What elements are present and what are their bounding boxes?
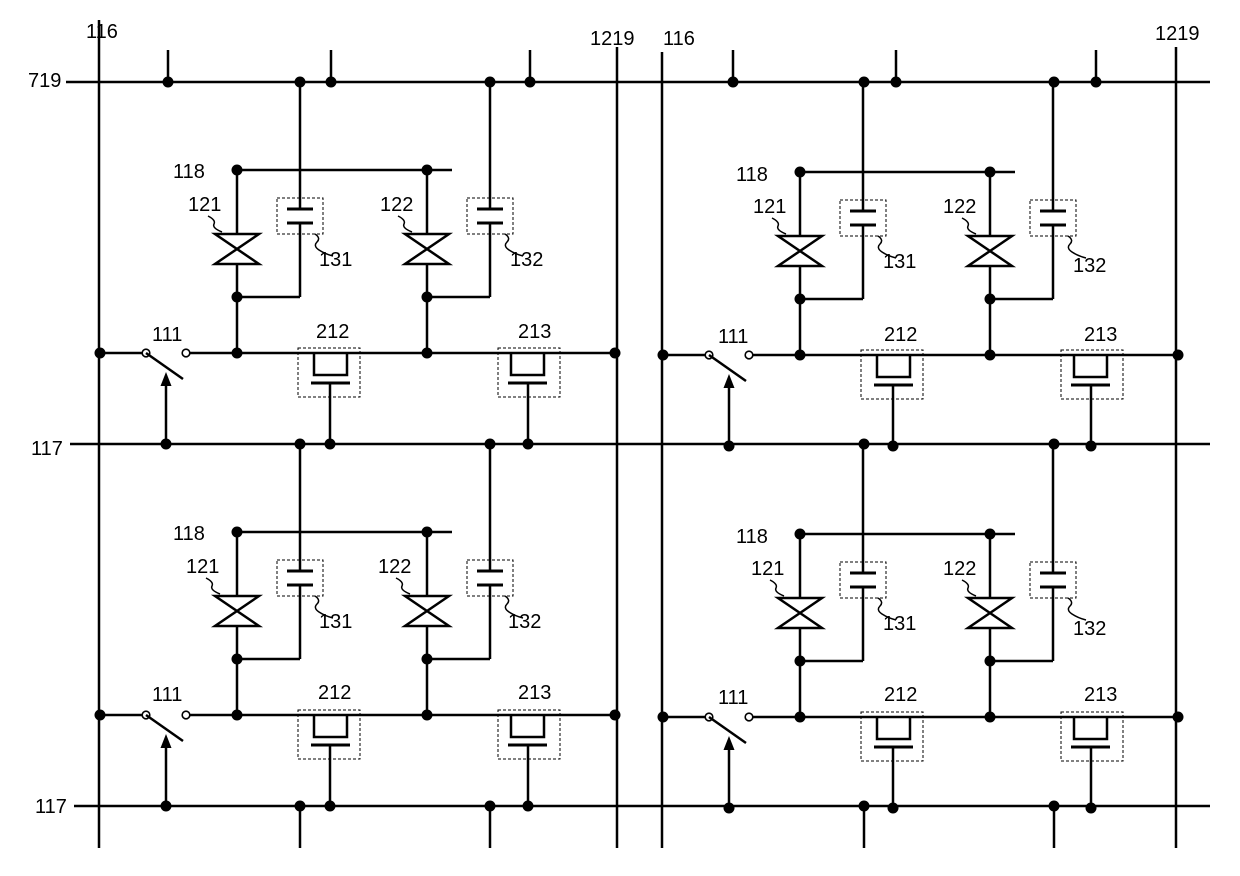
label-118: 118 [736,164,768,186]
label-116-right: 116 [663,28,695,50]
label-212: 212 [884,324,917,346]
label-132: 132 [1073,255,1106,277]
label-122: 122 [380,194,413,216]
label-122: 122 [378,556,411,578]
label-121: 121 [753,196,786,218]
label-1219-right: 1219 [1155,23,1200,45]
label-116-left: 116 [86,21,118,43]
label-132: 132 [510,249,543,271]
label-213: 213 [518,321,551,343]
label-122: 122 [943,196,976,218]
label-111: 111 [718,326,748,348]
label-212: 212 [884,684,917,706]
label-213: 213 [1084,684,1117,706]
label-131: 131 [319,611,352,633]
label-121: 121 [186,556,219,578]
label-132: 132 [508,611,541,633]
label-212: 212 [318,682,351,704]
label-111: 111 [718,687,748,709]
label-118: 118 [173,523,205,545]
label-131: 131 [319,249,352,271]
label-121: 121 [751,558,784,580]
label-131: 131 [883,251,916,273]
label-132: 132 [1073,618,1106,640]
pixel-cell-bottom-left [95,444,621,812]
label-131: 131 [883,613,916,635]
label-118: 118 [736,526,768,548]
label-122: 122 [943,558,976,580]
label-213: 213 [518,682,551,704]
label-213: 213 [1084,324,1117,346]
label-117-bottom: 117 [35,796,67,818]
label-719: 719 [28,70,61,92]
label-117-middle: 117 [31,438,63,460]
label-118: 118 [173,161,205,183]
label-1219-left: 1219 [590,28,635,50]
label-212: 212 [316,321,349,343]
label-121: 121 [188,194,221,216]
label-111: 111 [152,324,182,346]
label-111: 111 [152,684,182,706]
